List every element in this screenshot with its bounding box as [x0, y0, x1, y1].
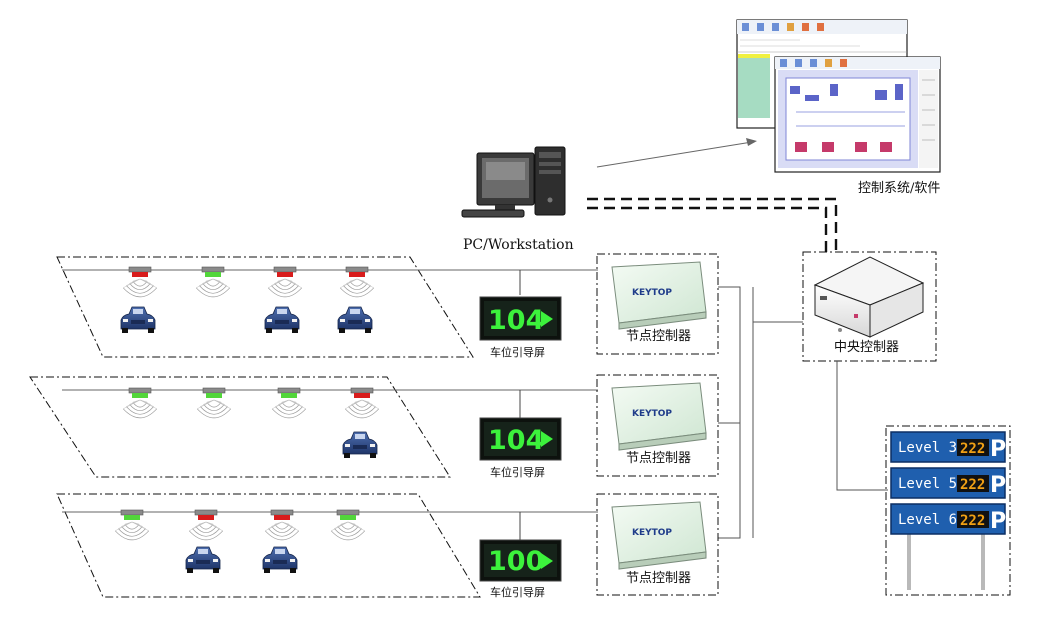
- floor-2-controller-brand: KEYTOP: [632, 409, 672, 419]
- floor-3-controller-brand: KEYTOP: [632, 528, 672, 538]
- floor-3-sensors: [114, 509, 366, 573]
- parking-sensor-red: [267, 266, 303, 298]
- level-sign-count: 222: [960, 477, 985, 493]
- floor-2-display-label: 车位引导屏: [490, 465, 545, 479]
- floor-3: 100 车位引导屏 KEYTOP 节点控制器: [56, 493, 719, 599]
- sensor-layer: [114, 266, 380, 573]
- floor-1-display-arrow-icon: [541, 311, 553, 327]
- software-label: 控制系统/软件: [858, 181, 940, 196]
- car-icon: [120, 306, 156, 333]
- network-dashed-link: [587, 197, 838, 252]
- level-sign-label: Level 5: [898, 476, 957, 492]
- floor-1-display-label: 车位引导屏: [490, 345, 545, 359]
- floor-3-display-value: 100: [488, 546, 544, 577]
- parking-sensor-green: [196, 387, 232, 419]
- car-icon: [337, 306, 373, 333]
- software-screens: [736, 19, 941, 173]
- floor-1-display: 104: [479, 296, 562, 341]
- floor-2: 104 车位引导屏 KEYTOP 节点控制器: [29, 374, 719, 479]
- level-sign-label: Level 3: [898, 440, 957, 456]
- floor-1-sensors: [120, 266, 375, 333]
- floor-2-display: 104: [479, 417, 562, 461]
- floor-3-node-controller: KEYTOP: [596, 493, 719, 596]
- parking-sensor-red: [188, 509, 224, 541]
- workstation-icon: [461, 146, 566, 218]
- floor-3-controller-label: 节点控制器: [626, 571, 691, 586]
- floor-2-node-controller: KEYTOP: [596, 374, 719, 477]
- software-window-front: [774, 56, 941, 173]
- parking-sensor-green: [271, 387, 307, 419]
- floor-3-display-arrow-icon: [541, 553, 553, 569]
- central-controller-label: 中央控制器: [834, 340, 899, 355]
- parking-sensor-red: [264, 509, 300, 541]
- car-icon: [342, 431, 378, 458]
- floor-1-controller-label: 节点控制器: [626, 329, 691, 344]
- floor-3-display: 100: [479, 539, 562, 582]
- parking-sensor-red: [122, 266, 158, 298]
- floor-2-controller-label: 节点控制器: [626, 451, 691, 466]
- car-icon: [264, 306, 300, 333]
- floor-3-display-label: 车位引导屏: [490, 585, 545, 599]
- controller-bus-lines: [718, 286, 888, 539]
- car-icon: [262, 546, 298, 573]
- central-controller: [802, 251, 937, 362]
- parking-sensor-green: [122, 387, 158, 419]
- parking-sensor-green: [195, 266, 231, 298]
- parking-sensor-red: [344, 387, 380, 419]
- level-sign-label: Level 6: [898, 512, 957, 528]
- parking-p-icon: P: [990, 473, 1006, 498]
- parking-sensor-green: [114, 509, 150, 541]
- floor-1-display-value: 104: [488, 305, 544, 336]
- software-link-arrow: [596, 138, 757, 168]
- parking-sensor-green: [330, 509, 366, 541]
- car-icon: [185, 546, 221, 573]
- level-sign-count: 222: [960, 441, 985, 457]
- workstation-label: PC/Workstation: [463, 237, 574, 253]
- parking-p-icon: P: [990, 437, 1006, 462]
- floor-1-node-controller: KEYTOP: [596, 253, 719, 355]
- floor-2-display-arrow-icon: [541, 431, 553, 447]
- parking-sensor-red: [339, 266, 375, 298]
- level-sign-count: 222: [960, 513, 985, 529]
- parking-floors: 104 车位引导屏 KEYTOP 节点控制器 104 车位引导: [29, 253, 719, 599]
- floor-2-display-value: 104: [488, 425, 544, 456]
- floor-1-controller-brand: KEYTOP: [632, 288, 672, 298]
- floor-1: 104 车位引导屏 KEYTOP 节点控制器: [56, 253, 719, 359]
- parking-p-icon: P: [990, 509, 1006, 534]
- floor-2-sensors: [122, 387, 380, 458]
